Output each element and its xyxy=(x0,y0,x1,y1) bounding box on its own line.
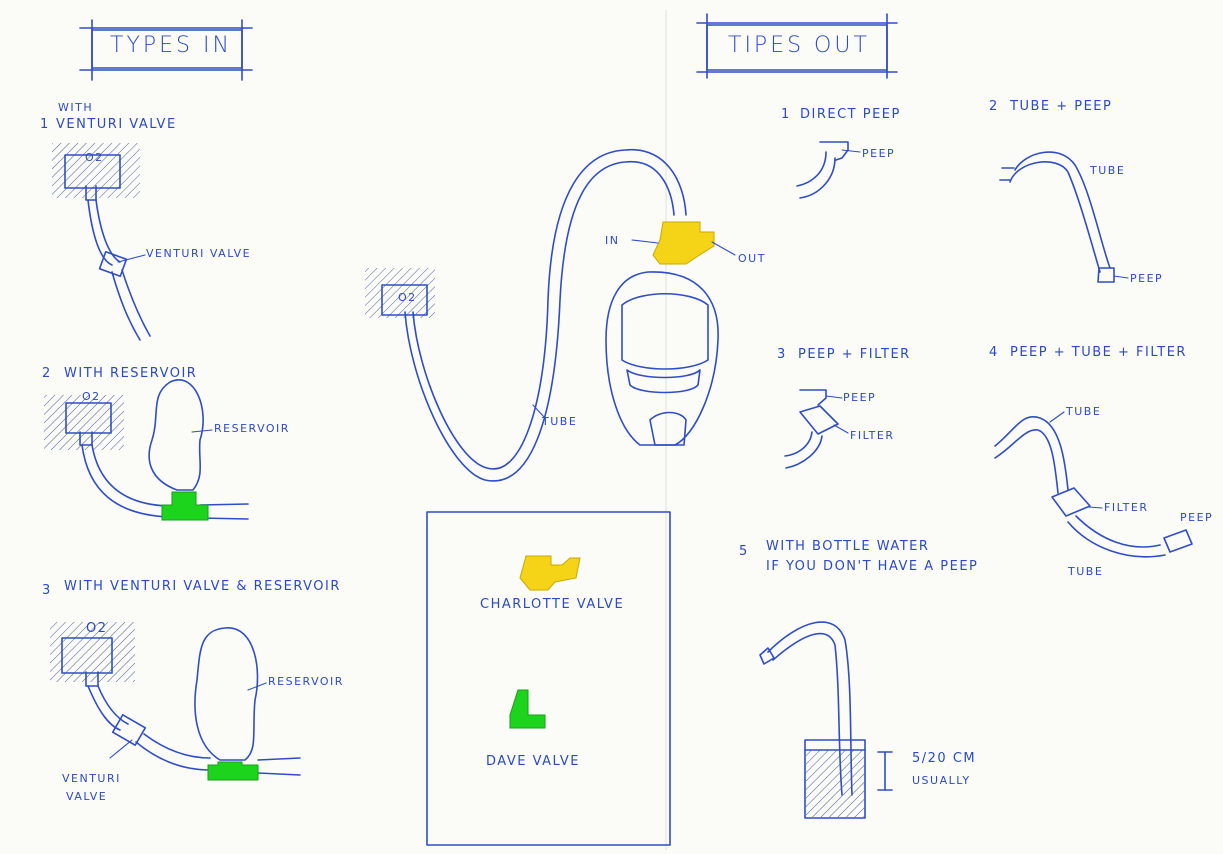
out3-filter: FILTER xyxy=(850,430,895,441)
usually-label: USUALLY xyxy=(912,775,971,786)
out4-title: PEEP + TUBE + FILTER xyxy=(1010,346,1187,359)
out4-peep: PEEP xyxy=(1180,512,1213,523)
out4-number: 4 xyxy=(989,346,999,359)
out4-tube-top: TUBE xyxy=(1066,406,1101,417)
dave-valve-icon xyxy=(510,690,545,728)
depth-label: 5/20 CM xyxy=(912,752,976,765)
out5-line2: IF YOU DON'T HAVE A PEEP xyxy=(766,560,978,573)
item1-o2: O2 xyxy=(85,152,104,163)
main-in-label: IN xyxy=(605,235,619,246)
out3-title: PEEP + FILTER xyxy=(798,348,911,361)
item3-venturi-label-1: VENTURI xyxy=(62,773,121,784)
out3-peep: PEEP xyxy=(843,392,876,403)
item1-title: VENTURI VALVE xyxy=(56,118,177,131)
main-o2: O2 xyxy=(398,292,417,303)
diagram-direct-peep xyxy=(797,142,860,198)
out1-title: DIRECT PEEP xyxy=(800,108,901,121)
item2-title: WITH RESERVOIR xyxy=(64,367,197,380)
item3-o2: O2 xyxy=(86,622,108,635)
diagram-main-mask xyxy=(365,150,735,481)
diagram-venturi-reservoir xyxy=(50,622,300,780)
diagram-venturi xyxy=(52,143,150,340)
diagram-peep-filter xyxy=(785,390,848,468)
diagram-reservoir xyxy=(44,380,248,520)
out5-number: 5 xyxy=(739,545,749,558)
out5-line1: WITH BOTTLE WATER xyxy=(766,540,929,553)
out4-filter: FILTER xyxy=(1104,502,1149,513)
diagram-bottle-water xyxy=(760,622,892,818)
out2-title: TUBE + PEEP xyxy=(1010,100,1112,113)
out4-tube-bottom: TUBE xyxy=(1068,566,1103,577)
dave-valve-label: DAVE VALVE xyxy=(486,755,580,768)
main-tube-label: TUBE xyxy=(542,416,577,427)
item3-venturi-label-2: VALVE xyxy=(66,791,107,802)
charlotte-valve-label: CHARLOTTE VALVE xyxy=(480,598,624,611)
reservoir-label: RESERVOIR xyxy=(214,423,290,434)
out2-peep: PEEP xyxy=(1130,273,1163,284)
out3-number: 3 xyxy=(777,348,787,361)
out1-number: 1 xyxy=(781,108,791,121)
item2-number: 2 xyxy=(42,367,52,380)
item1-number: 1 xyxy=(40,118,50,131)
item1-with: WITH xyxy=(58,102,93,113)
out1-peep: PEEP xyxy=(862,148,895,159)
item3-reservoir-label: RESERVOIR xyxy=(268,676,344,687)
item3-number: 3 xyxy=(42,584,52,597)
main-out-label: OUT xyxy=(738,253,766,264)
diagram-peep-tube-filter xyxy=(995,412,1192,557)
out2-tube: TUBE xyxy=(1090,165,1125,176)
types-in-title: TYPES IN xyxy=(110,35,232,57)
charlotte-valve-icon xyxy=(520,556,580,590)
item3-title: WITH VENTURI VALVE & RESERVOIR xyxy=(64,580,341,593)
tipes-out-title: TIPES OUT xyxy=(728,35,870,57)
item2-o2: O2 xyxy=(82,391,101,402)
venturi-valve-label: VENTURI VALVE xyxy=(146,248,251,259)
out2-number: 2 xyxy=(989,100,999,113)
